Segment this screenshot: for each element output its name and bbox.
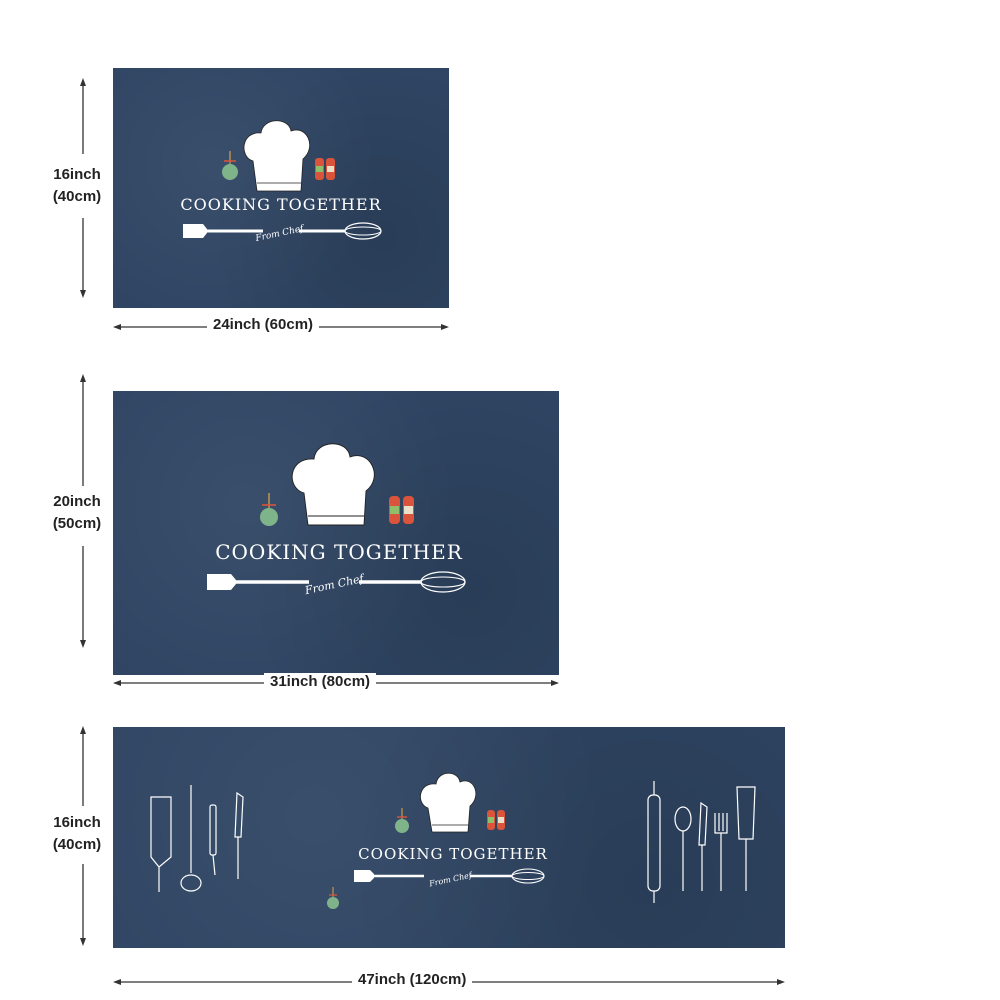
salt-pepper-icon (487, 810, 505, 830)
height-label-inch: 16inch (53, 814, 101, 831)
knife-icon-2 (698, 801, 708, 891)
height-label-cm: (50cm) (52, 515, 102, 532)
chef-hat-icon (420, 772, 477, 833)
mat-script: From Chef (254, 224, 306, 244)
mat-medium: COOKING TOGETHER From Chef (113, 391, 559, 675)
width-label-mat-3: 47inch (120cm) (352, 971, 473, 988)
brush-icon (209, 804, 217, 876)
height-label-mat-1: 16inch (40cm) (42, 164, 112, 208)
whisk-icon (299, 222, 382, 240)
spoon-icon (674, 806, 692, 891)
knife-icon (234, 791, 244, 879)
cleaver-icon (150, 796, 172, 892)
rolling-pin-icon (647, 781, 661, 903)
chef-hat-icon (243, 120, 310, 192)
height-label-cm: (40cm) (52, 836, 102, 853)
salt-pepper-icon (315, 158, 335, 180)
whisk-icon (359, 571, 466, 593)
height-label-inch: 20inch (53, 493, 101, 510)
spatula-icon-2 (736, 786, 756, 891)
mat-title: COOKING TOGETHER (358, 845, 548, 863)
mat-script: From Chef (427, 870, 474, 888)
height-label-inch: 16inch (53, 166, 101, 183)
mat-title: COOKING TOGETHER (180, 195, 381, 214)
salt-pepper-icon (389, 496, 414, 524)
spatula-icon (207, 574, 309, 590)
height-label-mat-3: 16inch (40cm) (42, 812, 112, 856)
spatula-icon (354, 870, 424, 882)
height-arrow-mat-1 (76, 78, 90, 298)
ladle-icon (180, 785, 202, 892)
chef-hat-icon (291, 443, 375, 526)
mat-script: From Chef (303, 572, 367, 598)
pot-icon (260, 493, 278, 526)
mat-title: COOKING TOGETHER (215, 540, 463, 564)
spatula-icon (183, 224, 263, 238)
whisk-icon (470, 868, 545, 884)
height-arrow-mat-3 (76, 726, 90, 946)
height-arrow-mat-2 (76, 374, 90, 648)
mat-small: COOKING TOGETHER From Chef (113, 68, 449, 308)
height-label-cm: (40cm) (52, 188, 102, 205)
width-label-mat-2: 31inch (80cm) (264, 673, 377, 690)
fork-icon (714, 813, 728, 891)
height-label-mat-2: 20inch (50cm) (42, 491, 112, 535)
width-label-mat-1: 24inch (60cm) (207, 316, 320, 333)
pot-icon (395, 808, 409, 833)
mat-large: COOKING TOGETHER From Chef (113, 727, 785, 948)
pot-icon-small (327, 887, 339, 909)
pot-icon (222, 151, 238, 180)
